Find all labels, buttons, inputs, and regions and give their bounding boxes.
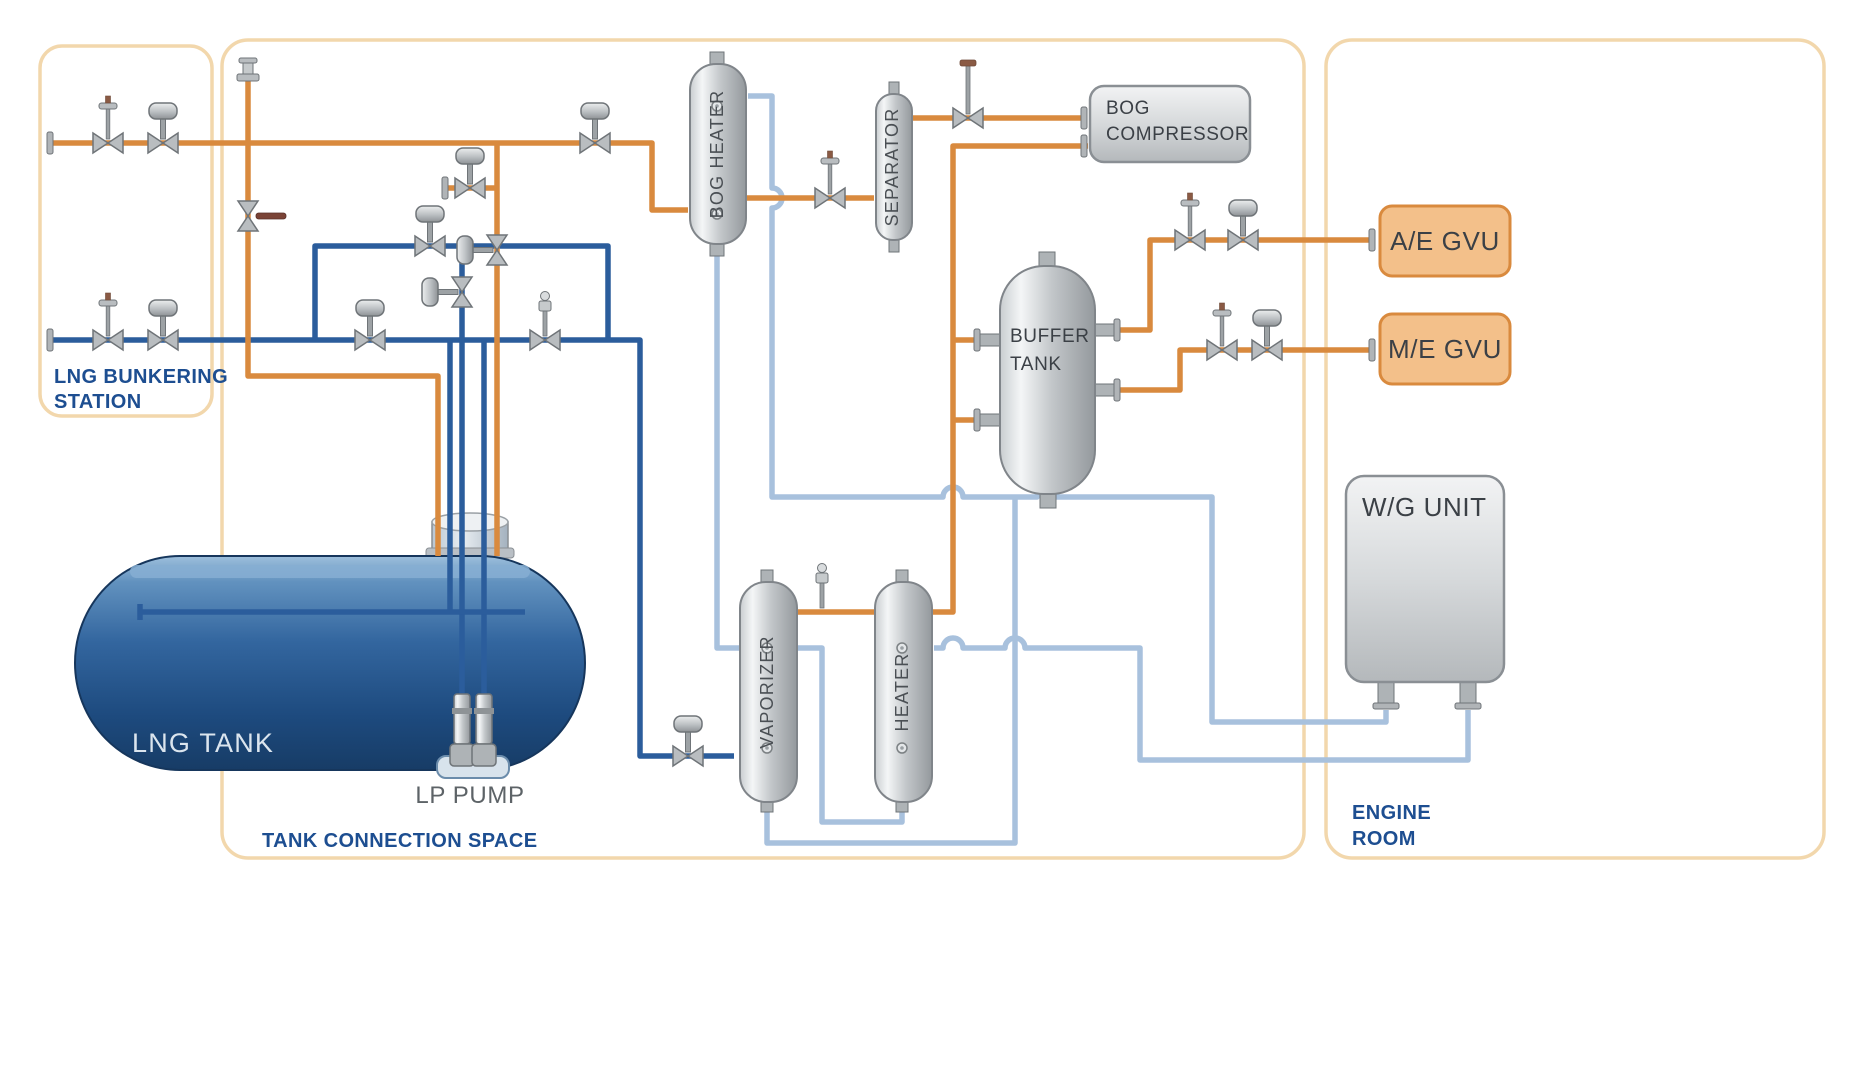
lng-tank-label: LNG TANK (132, 728, 274, 758)
separator-label: SEPARATOR (882, 108, 902, 227)
bunkering-label-1: LNG BUNKERING (54, 366, 228, 388)
heater-port-bottom (896, 742, 908, 754)
bunkering-vapor-flange (46, 131, 54, 155)
valve-side-handle (255, 212, 287, 220)
lp-pump-label: LP PUMP (415, 782, 524, 809)
valve-compressor-suction (952, 59, 984, 129)
wg-unit-box (1344, 474, 1506, 684)
pipe-glycol-vaporizer-to-heater (795, 645, 905, 825)
valve-handle (959, 59, 977, 67)
lp-pump-1 (449, 693, 475, 767)
pipe-gas-buffer-to-ae-gvu (1095, 237, 1374, 333)
lp-pumps (436, 693, 510, 779)
wg-leg-flange-2 (1454, 702, 1482, 710)
buffer-nozzle-left-2 (979, 413, 1003, 427)
bog-heater-vessel: BOG HEATER (689, 51, 747, 257)
heater-vessel: HEATER (874, 569, 933, 813)
vaporizer-label: VAPORIZER (757, 635, 777, 748)
engine-room-label-1: ENGINE (1352, 802, 1431, 824)
separator-shell (875, 93, 913, 241)
pipe-gas-compressor-to-heater (932, 143, 1088, 615)
wg-leg-1 (1377, 679, 1395, 705)
bog-compressor-label-1: BOG (1106, 98, 1150, 119)
ae-gvu-flange (1368, 228, 1376, 252)
bunkering-label-2: STATION (54, 391, 142, 413)
lp-pump-2 (471, 693, 497, 767)
bog-compressor-box (1088, 84, 1252, 164)
buffer-tank-label-1: BUFFER (1010, 326, 1090, 347)
vaporizer-vessel: VAPORIZER (739, 569, 798, 813)
bunkering-liquid-flange (46, 328, 54, 352)
tank-top-highlight (130, 565, 530, 578)
me-gvu-unit: M/E GVU (1368, 312, 1512, 386)
valve-stem (965, 65, 971, 115)
ae-gvu-box (1378, 204, 1512, 278)
pipe-glycol-heater-to-wg (934, 635, 1471, 763)
buffer-flange-left-2 (973, 408, 981, 432)
vaporizer-shell (739, 581, 798, 803)
pipe-glycol-bogheater-to-vaporizer (714, 250, 742, 651)
me-gvu-box (1378, 312, 1512, 386)
engine-room-label-2: ROOM (1352, 828, 1416, 850)
buffer-tank-vessel: BUFFER TANK (973, 251, 1121, 509)
tcs-label: TANK CONNECTION SPACE (262, 830, 537, 852)
zone-engine-room-outline (1324, 38, 1826, 860)
zone-bunkering-outline (38, 44, 214, 418)
separator-vessel: SEPARATOR (875, 81, 913, 253)
pipe-lng-tank-internal (137, 604, 525, 620)
buffer-tank-label-2: TANK (1010, 354, 1062, 375)
vapor-branch-flange (441, 176, 449, 200)
buffer-nozzle-right-1 (1092, 323, 1116, 337)
ae-gvu-label: A/E GVU (1390, 226, 1500, 256)
compressor-outlet-flange (1080, 134, 1088, 158)
heater-label: HEATER (892, 653, 912, 732)
compressor-inlet-flange (1080, 106, 1088, 130)
buffer-nozzle-right-2 (1092, 383, 1116, 397)
bog-compressor-unit: BOG COMPRESSOR (1080, 84, 1252, 164)
wg-unit-label: W/G UNIT (1362, 492, 1487, 522)
heater-shell (874, 581, 933, 803)
buffer-flange-right-1 (1113, 318, 1121, 342)
ae-gvu-unit: A/E GVU (1368, 204, 1512, 278)
wg-leg-flange-1 (1372, 702, 1400, 710)
buffer-tank-shell (999, 265, 1096, 495)
bog-heater-shell (689, 63, 747, 245)
zone-labels: LNG BUNKERING STATION TANK CONNECTION SP… (54, 366, 1431, 852)
wg-unit: W/G UNIT (1344, 474, 1506, 710)
bog-heater-label: BOG HEATER (707, 90, 727, 219)
me-gvu-label: M/E GVU (1388, 334, 1502, 364)
buffer-flange-right-2 (1113, 378, 1121, 402)
bog-compressor-label-2: COMPRESSOR (1106, 124, 1249, 145)
valves (46, 57, 1283, 767)
wg-leg-2 (1459, 679, 1477, 705)
heater-port-top (896, 642, 908, 654)
me-gvu-flange (1368, 338, 1376, 362)
pipe-gas-vapor-return (50, 140, 688, 213)
buffer-flange-left-1 (973, 328, 981, 352)
buffer-nozzle-left-1 (979, 333, 1003, 347)
equipment: BOG HEATER SEPARATOR BOG COMPRESSOR (689, 51, 1512, 813)
pipe-glycol-vaporizer-return (764, 497, 1018, 846)
